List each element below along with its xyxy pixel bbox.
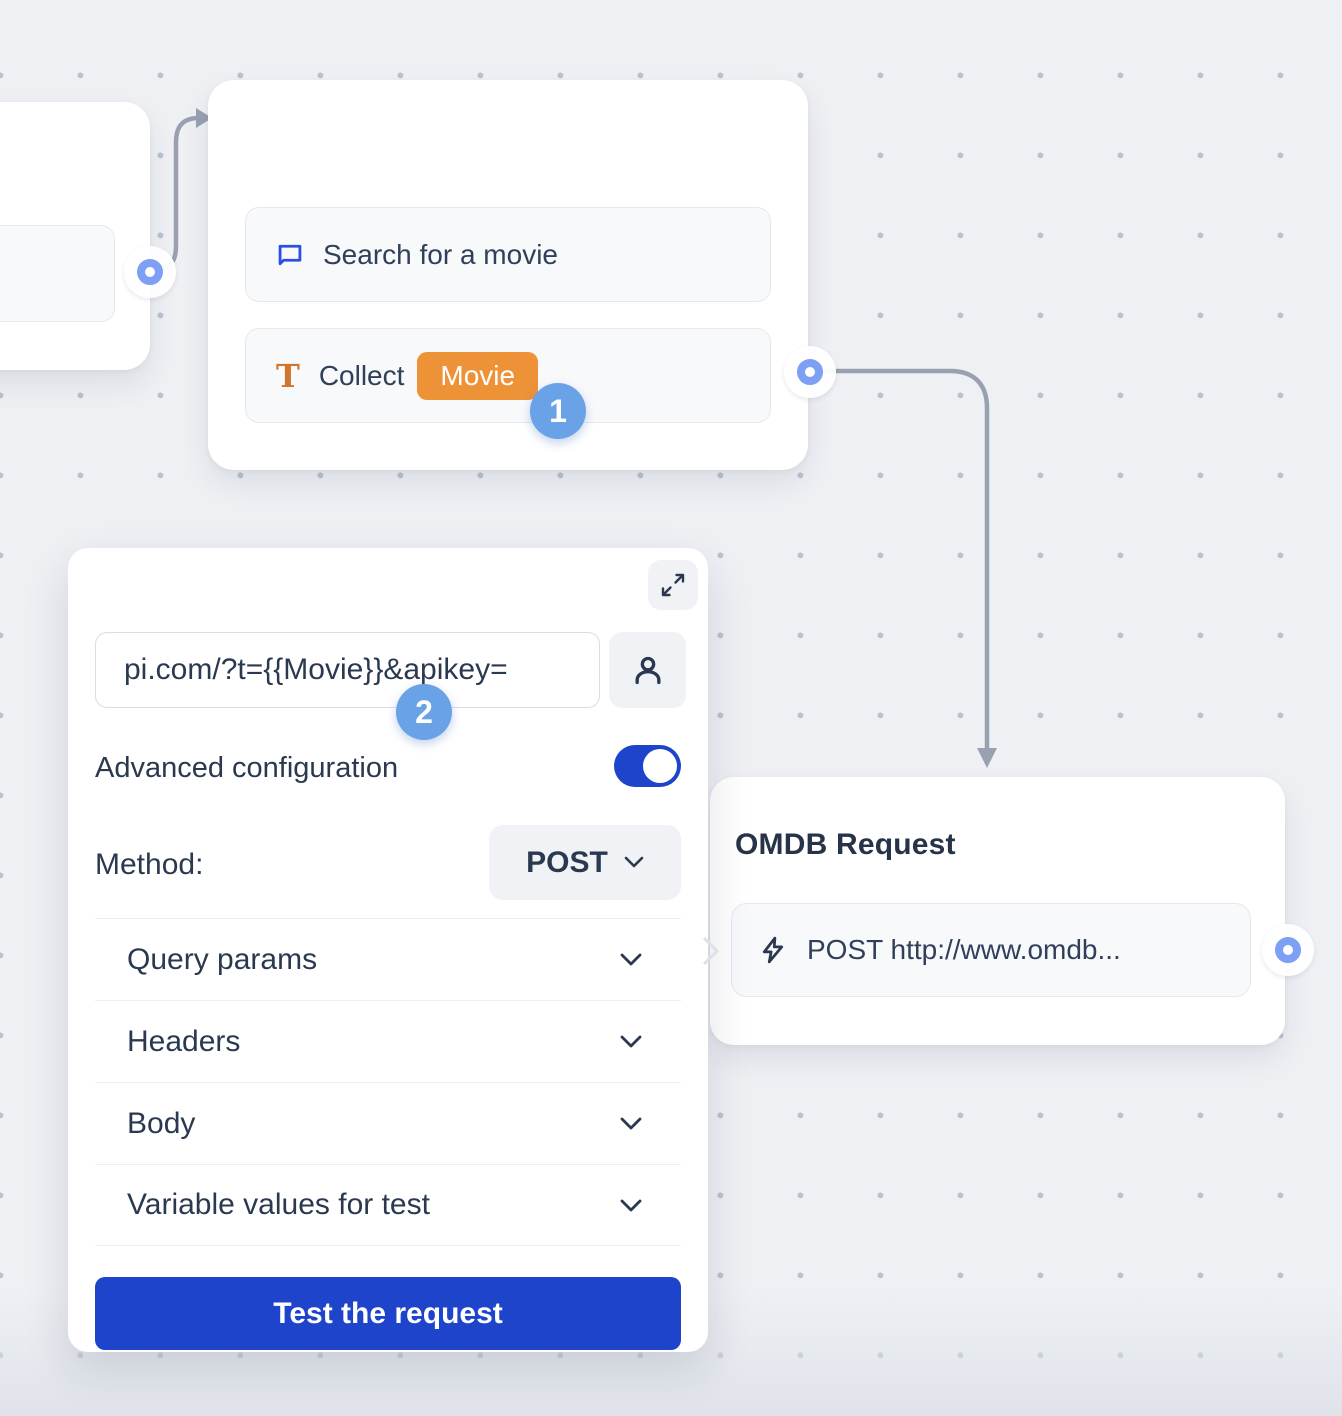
question-text-block[interactable]: Search for a movie xyxy=(245,207,771,302)
method-dropdown[interactable]: POST xyxy=(489,825,681,900)
section-variable-values[interactable]: Variable values for test xyxy=(95,1164,681,1246)
block-label: Collect xyxy=(319,360,405,392)
test-request-button[interactable]: Test the request xyxy=(95,1277,681,1350)
expand-icon xyxy=(660,572,686,598)
partial-node-item[interactable] xyxy=(0,225,115,322)
chevron-down-icon xyxy=(619,952,643,967)
variable-chip[interactable]: Movie xyxy=(417,352,538,400)
chevron-down-icon xyxy=(619,1034,643,1049)
chevron-down-icon xyxy=(624,856,644,869)
chevron-down-icon xyxy=(619,1198,643,1213)
block-label: Search for a movie xyxy=(323,239,558,271)
step-badge-2: 2 xyxy=(396,684,452,740)
node-title: OMDB Request xyxy=(735,828,956,862)
output-port[interactable] xyxy=(1262,924,1314,976)
partial-node-card[interactable] xyxy=(0,102,150,370)
arrowhead-down xyxy=(977,748,997,768)
person-icon xyxy=(628,650,668,690)
webhook-block[interactable]: POST http://www.omdb... xyxy=(731,903,1251,997)
chevron-down-icon xyxy=(619,1116,643,1131)
omdb-request-node[interactable]: OMDB Request POST http://www.omdb... xyxy=(710,777,1285,1045)
insert-variable-button[interactable] xyxy=(609,632,686,708)
advanced-configuration-label: Advanced configuration xyxy=(95,752,398,785)
text-input-icon: T xyxy=(276,357,300,395)
url-input[interactable]: pi.com/?t={{Movie}}&apikey= xyxy=(95,632,600,708)
output-port[interactable] xyxy=(124,246,176,298)
step-badge-1: 1 xyxy=(530,383,586,439)
output-port[interactable] xyxy=(784,346,836,398)
input-notch-icon xyxy=(700,935,722,967)
section-body[interactable]: Body xyxy=(95,1082,681,1164)
section-query-params[interactable]: Query params xyxy=(95,918,681,1000)
chat-bubble-icon xyxy=(276,241,304,269)
advanced-configuration-toggle[interactable] xyxy=(614,745,681,787)
accordion-sections: Query params Headers Body Variable value… xyxy=(95,918,681,1246)
block-label: POST http://www.omdb... xyxy=(807,934,1121,966)
method-label: Method: xyxy=(95,848,203,882)
expand-button[interactable] xyxy=(648,560,698,610)
collect-variable-block[interactable]: T Collect Movie xyxy=(245,328,771,423)
section-headers[interactable]: Headers xyxy=(95,1000,681,1082)
lightning-icon xyxy=(758,935,788,965)
webhook-config-panel: pi.com/?t={{Movie}}&apikey= Advanced con… xyxy=(68,548,708,1352)
movie-search-node[interactable]: Movie search Search for a movie T Collec… xyxy=(208,80,808,470)
